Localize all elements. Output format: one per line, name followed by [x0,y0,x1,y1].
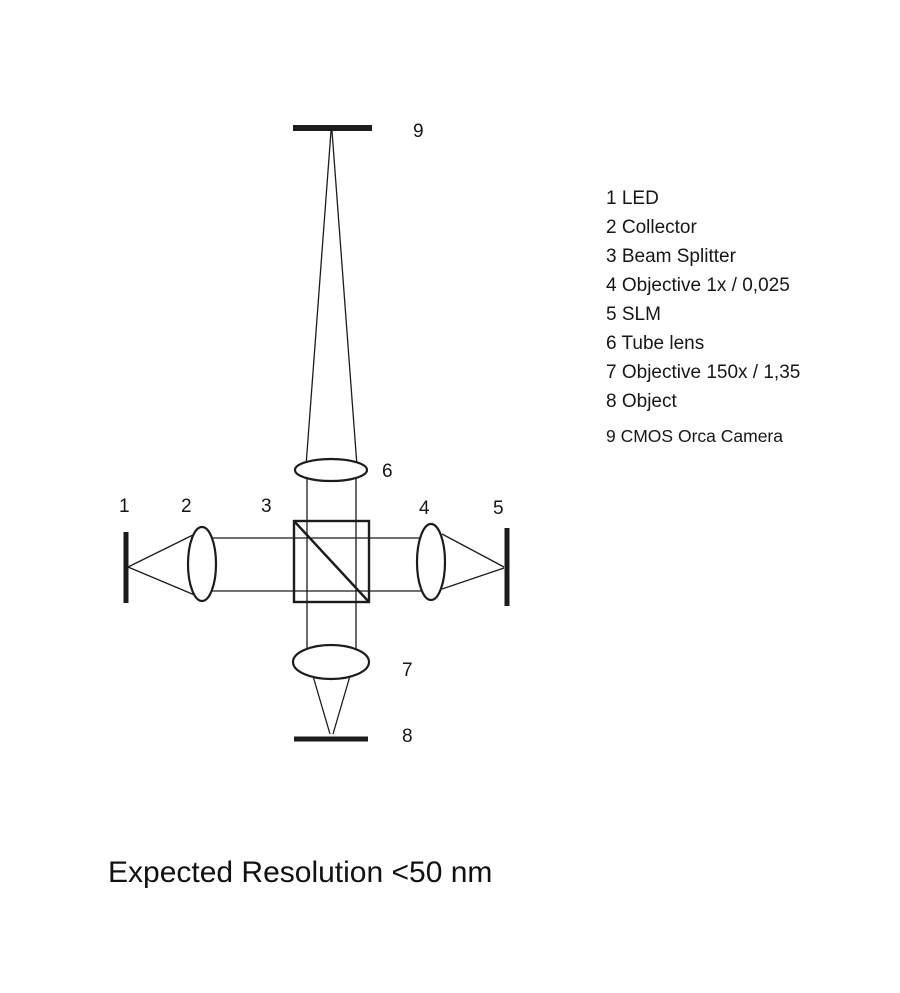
label-camera: 9 [413,121,424,142]
label-objective-150x: 7 [402,660,413,681]
tube-lens [293,457,369,483]
label-slm: 5 [493,498,504,519]
legend-item-objective-1x: 4 Objective 1x / 0,025 [606,275,790,296]
legend-item-objective-150x: 7 Objective 150x / 1,35 [606,362,801,383]
beam-splitter-diagonal [293,520,370,603]
beam-splitter-cube [292,519,371,604]
expected-resolution-caption: Expected Resolution <50 nm [108,856,493,889]
label-object: 8 [402,726,413,747]
legend: 1 LED 2 Collector 3 Beam Splitter 4 Obje… [606,184,800,451]
led-cone-bottom [127,566,198,597]
camera-beam-left [305,130,332,467]
legend-item-slm: 5 SLM [606,304,661,325]
object-cone-left [312,675,331,735]
camera-beam-right [331,130,358,467]
legend-item-object: 8 Object [606,391,677,412]
led-cone-top [127,532,198,568]
legend-item-led: 1 LED [606,188,659,209]
objective-1x-lens [415,522,447,602]
label-objective-1x: 4 [419,498,430,519]
label-led: 1 [119,496,130,517]
slm-cone-bottom [441,567,505,590]
slm-cone-top [441,533,505,568]
object-cone-right [332,675,351,735]
legend-item-camera: 9 CMOS Orca Camera [606,426,783,446]
label-beam-splitter: 3 [261,496,272,517]
collector-lens [186,525,218,603]
legend-item-collector: 2 Collector [606,217,697,238]
label-collector: 2 [181,496,192,517]
label-tube-lens: 6 [382,461,393,482]
objective-150x-lens [291,643,371,681]
legend-item-tube-lens: 6 Tube lens [606,333,705,354]
legend-item-beam-splitter: 3 Beam Splitter [606,246,736,267]
